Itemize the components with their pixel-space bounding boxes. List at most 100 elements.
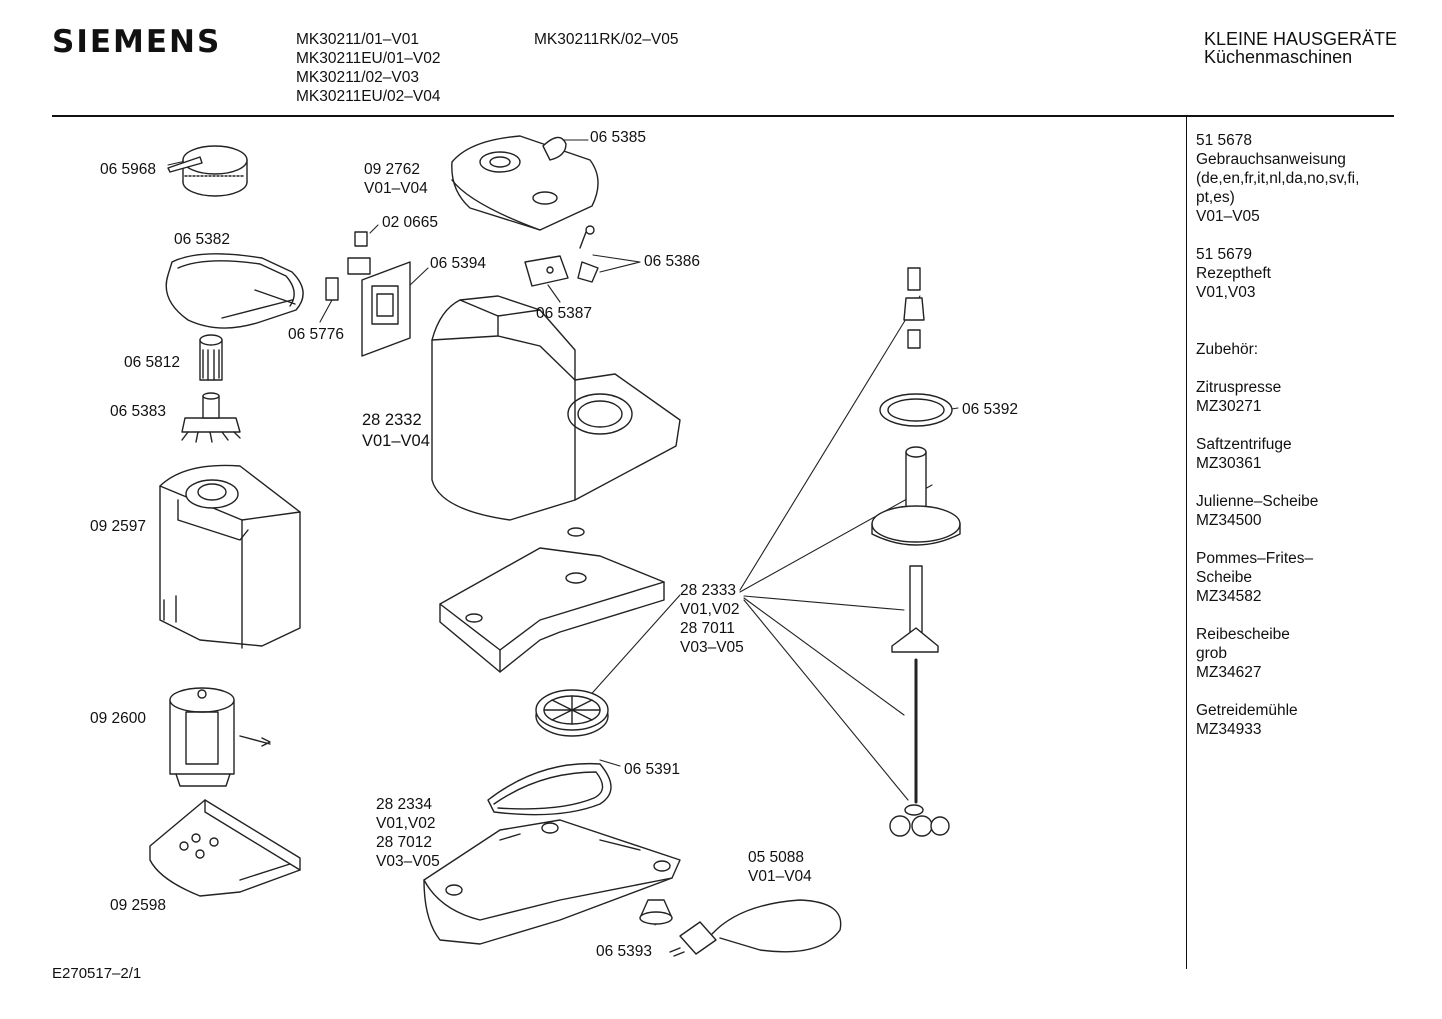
part-gear-plate-drawing — [439, 527, 665, 673]
part-number: 28 2333 — [680, 582, 737, 599]
part-version: V01–V04 — [364, 180, 428, 197]
exploded-view-drawing — [149, 135, 961, 957]
part-shaft-components-drawing — [871, 267, 961, 837]
model-number: MK30211RK/02–V05 — [534, 31, 679, 48]
sidebar-line: Getreidemühle — [1196, 702, 1298, 719]
part-label: 28 2332 V01–V04 — [362, 410, 430, 452]
category-title: KLEINE HAUSGERÄTE — [1204, 29, 1398, 49]
part-switch-assembly-drawing — [524, 225, 599, 287]
part-small-components-drawing — [325, 231, 371, 301]
sidebar-line: Rezeptheft — [1196, 265, 1271, 282]
sidebar-line: pt,es) — [1196, 189, 1235, 206]
part-label: 09 2597 — [90, 518, 147, 535]
model-number: MK30211EU/01–V02 — [296, 50, 441, 67]
part-label: 09 2762 V01–V04 — [364, 160, 428, 198]
part-bottom-housing-drawing — [423, 819, 681, 945]
sidebar-accessories: 51 5678 Gebrauchsanweisung (de,en,fr,it,… — [1196, 131, 1386, 758]
part-label: 06 5393 — [596, 943, 653, 960]
siemens-logo: SIEMENS — [52, 24, 222, 60]
part-label: 28 2334 V01,V02 28 7012 V03–V05 — [376, 795, 440, 871]
sidebar-line: MZ34500 — [1196, 512, 1262, 529]
model-number: MK30211EU/02–V04 — [296, 88, 441, 105]
header-divider — [52, 115, 1394, 117]
sidebar-line: V01,V03 — [1196, 284, 1256, 301]
part-coupling-drawing — [199, 334, 223, 381]
part-base-plate-drawing — [149, 799, 301, 897]
document-code: E270517–2/1 — [52, 965, 142, 982]
part-motor-drawing — [169, 687, 271, 787]
part-label: 28 2333 V01,V02 28 7011 V03–V05 — [680, 581, 744, 657]
part-number: 28 7011 — [680, 620, 735, 637]
sidebar-block: 51 5679 Rezeptheft V01,V03 — [1196, 245, 1386, 302]
sidebar-line: MZ34582 — [1196, 588, 1262, 605]
part-label: 06 5387 — [536, 305, 593, 322]
sidebar-line: Saftzentrifuge — [1196, 436, 1292, 453]
part-version: V01–V04 — [362, 432, 430, 450]
part-label: 06 5776 — [288, 326, 345, 343]
sidebar-block: Pommes–Frites– Scheibe MZ34582 — [1196, 549, 1386, 606]
part-label: 05 5088 V01–V04 — [748, 848, 812, 886]
part-lid-drawing — [165, 253, 304, 329]
sidebar-block: Saftzentrifuge MZ30361 — [1196, 435, 1386, 473]
part-housing-drawing — [159, 464, 301, 649]
part-label: 06 5392 — [962, 401, 1019, 418]
sidebar-line: Zitruspresse — [1196, 379, 1282, 396]
part-main-housing-drawing — [431, 295, 681, 521]
product-category: KLEINE HAUSGERÄTE Küchenmaschinen — [1204, 30, 1397, 66]
part-label: 09 2600 — [90, 710, 147, 727]
part-number: 05 5088 — [748, 849, 805, 866]
part-number: 28 2334 — [376, 796, 433, 813]
sidebar-block: Reibescheibe grob MZ34627 — [1196, 625, 1386, 682]
part-version: V03–V05 — [376, 853, 440, 870]
part-label: 06 5394 — [430, 255, 487, 272]
part-label: 09 2598 — [110, 897, 167, 914]
part-fan-drawing — [181, 392, 241, 443]
part-version: V03–V05 — [680, 639, 744, 656]
part-number: 09 2762 — [364, 161, 421, 178]
category-subtitle: Küchenmaschinen — [1204, 47, 1353, 67]
part-top-cover-drawing — [451, 135, 599, 231]
part-knob-drawing — [167, 145, 248, 197]
part-label: 06 5385 — [590, 129, 647, 146]
part-label: 06 5382 — [174, 231, 231, 248]
model-list-primary: MK30211/01–V01 MK30211EU/01–V02 MK30211/… — [296, 30, 440, 106]
sidebar-divider — [1186, 117, 1187, 969]
sidebar-line: (de,en,fr,it,nl,da,no,sv,fi, — [1196, 170, 1360, 187]
sidebar-block: Zubehör: — [1196, 340, 1386, 359]
sidebar-line: grob — [1196, 645, 1228, 662]
part-foot-drawing — [639, 899, 673, 925]
sidebar-line: Julienne–Scheibe — [1196, 493, 1319, 510]
part-number: 28 7012 — [376, 834, 433, 851]
part-drive-belt-drawing — [487, 762, 612, 816]
part-gear-wheel-drawing — [535, 689, 609, 737]
sidebar-line: Scheibe — [1196, 569, 1253, 586]
part-label: 06 5386 — [644, 253, 701, 270]
sidebar-line: Gebrauchsanweisung — [1196, 151, 1346, 168]
sidebar-block: Zitruspresse MZ30271 — [1196, 378, 1386, 416]
part-number: 28 2332 — [362, 411, 422, 429]
sidebar-line: MZ30361 — [1196, 455, 1262, 472]
sidebar-block: Getreidemühle MZ34933 — [1196, 701, 1386, 739]
sidebar-line: Reibescheibe — [1196, 626, 1290, 643]
sidebar-block: Julienne–Scheibe MZ34500 — [1196, 492, 1386, 530]
model-number: MK30211/01–V01 — [296, 31, 419, 48]
part-version: V01,V02 — [680, 601, 740, 618]
model-number: MK30211/02–V03 — [296, 69, 419, 86]
part-label: 02 0665 — [382, 214, 439, 231]
part-version: V01–V04 — [748, 868, 812, 885]
part-label: 06 5391 — [624, 761, 681, 778]
sidebar-line: Pommes–Frites– — [1196, 550, 1314, 567]
model-list-secondary: MK30211RK/02–V05 — [534, 30, 678, 49]
part-power-cable-drawing — [669, 899, 842, 957]
part-label: 06 5383 — [110, 403, 167, 420]
part-label: 06 5812 — [124, 354, 181, 371]
part-version: V01,V02 — [376, 815, 436, 832]
sidebar-line: MZ30271 — [1196, 398, 1262, 415]
part-switch-plate-drawing — [361, 261, 411, 357]
sidebar-line: V01–V05 — [1196, 208, 1260, 225]
sidebar-line: 51 5678 — [1196, 132, 1253, 149]
sidebar-line: MZ34627 — [1196, 664, 1262, 681]
sidebar-block: 51 5678 Gebrauchsanweisung (de,en,fr,it,… — [1196, 131, 1386, 226]
part-label: 06 5968 — [100, 161, 157, 178]
sidebar-line: MZ34933 — [1196, 721, 1262, 738]
